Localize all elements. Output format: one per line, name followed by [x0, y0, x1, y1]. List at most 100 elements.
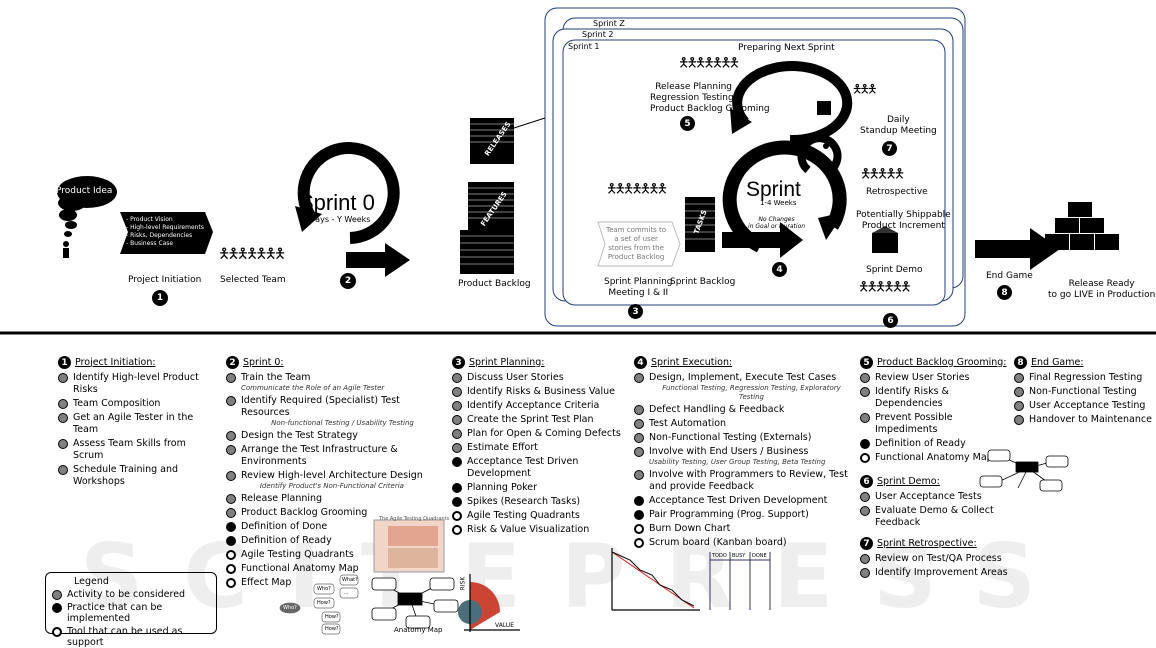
anatomy-map-label: Anatomy Map: [394, 626, 443, 634]
sprint-arrow: [722, 222, 803, 258]
legend-title: Legend: [74, 576, 109, 587]
item-text: Identify Risks & Business Value: [467, 386, 615, 397]
section-item: User Acceptance Testing: [1014, 400, 1154, 412]
release-blocks: [1045, 202, 1119, 250]
section-item: Effect Map: [226, 577, 444, 589]
section-title: Sprint 0:: [243, 356, 284, 368]
item-text: Non-Functional Testing: [1029, 386, 1137, 397]
effect-dots: ...: [344, 590, 349, 596]
section-item: Discuss User Stories: [452, 372, 622, 384]
product-backlog-label: Product Backlog: [458, 279, 531, 289]
legend-dot: [52, 627, 62, 637]
section-number-badge: 8: [1014, 356, 1027, 369]
section-item: Schedule Training and Workshops: [58, 464, 218, 488]
item-text: Create the Sprint Test Plan: [467, 414, 594, 425]
section-item: Involve with Programmers to Review, Test…: [634, 469, 854, 493]
section-item: Scrum board (Kanban board): [634, 537, 854, 549]
risk-label: RISK: [459, 576, 467, 591]
item-text: Assess Team Skills from Scrum: [73, 438, 186, 461]
initiation-items: - Product Vision- High-level Requirement…: [126, 216, 204, 247]
effect-who-2: Who?: [317, 586, 331, 592]
item-text: Identify High-level Product Risks: [73, 372, 199, 395]
status-dot: [452, 457, 462, 467]
step-6-badge: 6: [883, 313, 898, 328]
status-dot: [860, 413, 870, 423]
status-dot: [860, 506, 870, 516]
demo-people: 🯅🯅🯅🯅🯅🯅: [858, 280, 912, 295]
increment-cube: [872, 226, 898, 253]
section-item: Evaluate Demo & Collect Feedback: [860, 505, 1030, 529]
section-item: Definition of Done: [226, 521, 444, 533]
item-text: Effect Map: [241, 577, 292, 588]
section-title: Sprint Demo:: [877, 475, 940, 487]
section-item: Definition of Ready: [226, 535, 444, 547]
section-item: Plan for Open & Coming Defects: [452, 428, 622, 440]
tasks-box: [685, 197, 715, 252]
item-text: Definition of Ready: [875, 438, 966, 449]
step-5-badge: 5: [680, 116, 695, 131]
section-item: Arrange the Test Infrastructure & Enviro…: [226, 444, 444, 468]
sprint-backlog-label: Sprint Backlog: [670, 277, 736, 287]
item-text: Design the Test Strategy: [241, 430, 358, 441]
item-text: Definition of Ready: [241, 535, 332, 546]
section-item: Functional Anatomy Map: [860, 452, 1010, 464]
section-item: Final Regression Testing: [1014, 372, 1154, 384]
step-3-badge: 3: [628, 304, 643, 319]
status-dot: [1014, 373, 1024, 383]
selected-team-people: 🯅🯅🯅🯅🯅🯅🯅: [218, 246, 286, 262]
effect-who: Who?: [283, 605, 297, 611]
status-dot: [452, 497, 462, 507]
item-text: Agile Testing Quadrants: [467, 510, 580, 521]
product-idea-label: Product Idea: [56, 186, 113, 196]
status-dot: [452, 429, 462, 439]
step-4-badge: 4: [772, 262, 787, 277]
status-dot: [634, 433, 644, 443]
sprint0-arrow: [346, 243, 410, 277]
status-dot: [860, 439, 870, 449]
section-number-badge: 2: [226, 356, 239, 369]
kanban-busy: BUSY: [732, 553, 746, 559]
product-idea-cloud: [57, 176, 117, 237]
section-item: Review User Stories: [860, 372, 1010, 384]
retro-people: 🯅🯅🯅🯅🯅: [860, 167, 905, 182]
section-title: Product Backlog Grooming:: [877, 356, 1007, 368]
status-dot: [452, 387, 462, 397]
legend-dot: [52, 603, 62, 613]
item-text: Team Composition: [73, 398, 161, 409]
effect-how: How?: [317, 600, 331, 606]
step-1-badge: 1: [152, 290, 168, 306]
item-text: Identify Improvement Areas: [875, 567, 1008, 578]
item-subtext: Non-functional Testing / Usability Testi…: [271, 419, 414, 427]
item-text: User Acceptance Tests: [875, 491, 982, 502]
status-dot: [860, 387, 870, 397]
status-dot: [634, 510, 644, 520]
end-game-arrow: [975, 228, 1060, 270]
status-dot: [860, 492, 870, 502]
legend-dot: [52, 590, 62, 600]
watermark: SCITEPRESS: [79, 525, 1077, 628]
selected-team-label: Selected Team: [220, 275, 286, 285]
status-dot: [634, 447, 644, 457]
step-7-badge: 7: [882, 141, 897, 156]
status-dot: [452, 401, 462, 411]
status-dot: [226, 494, 236, 504]
status-dot: [634, 373, 644, 383]
section-item: Non-Functional Testing: [1014, 386, 1154, 398]
legend-item: Practice that can be implemented: [52, 602, 216, 624]
sprint0-title: Sprint 0: [299, 190, 375, 215]
item-text: Functional Anatomy Map: [875, 452, 993, 463]
releases-stack: [470, 117, 546, 164]
